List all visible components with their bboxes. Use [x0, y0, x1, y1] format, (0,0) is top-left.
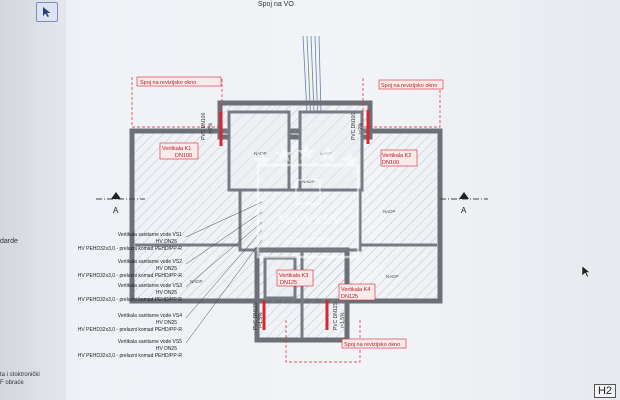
- svg-text:i=2%: i=2%: [358, 122, 364, 134]
- vertical-k1: Vertikala K1 DN100: [159, 142, 199, 160]
- pipe-bottom-left: PVC DN125 i=1,5%: [253, 300, 266, 330]
- svg-text:Spoj na revizijsko okno: Spoj na revizijsko okno: [381, 83, 437, 89]
- svg-text:HV DN25: HV DN25: [156, 239, 177, 245]
- svg-text:HV DN25: HV DN25: [156, 346, 177, 352]
- svg-text:Vertikala sanitarne vode VS1: Vertikala sanitarne vode VS1: [118, 232, 182, 238]
- section-a-left: A: [113, 206, 119, 215]
- svg-text:Vertikala sanitarne vode VS4: Vertikala sanitarne vode VS4: [118, 313, 182, 319]
- svg-text:HV PEHD32x3,0 - prelazni komad: HV PEHD32x3,0 - prelazni komad PEHD/PP-R: [78, 273, 183, 279]
- svg-text:MAXXIA: MAXXIA: [277, 212, 339, 228]
- vo-label: Spoj na VO: [258, 1, 294, 8]
- svg-text:Vertikala sanitarne vode VS3: Vertikala sanitarne vode VS3: [118, 283, 182, 289]
- svg-text:i=1,5%: i=1,5%: [258, 312, 264, 328]
- select-tool-button[interactable]: [36, 2, 58, 22]
- revision-label-top-right: Spoj na revizijsko okno: [378, 79, 444, 90]
- svg-text:PVC DN125: PVC DN125: [253, 303, 259, 330]
- vertical-k3: Vertikala K3 DN125: [276, 269, 314, 287]
- side-label-darde: darde: [0, 238, 18, 245]
- sheet-tag: H2: [593, 384, 616, 398]
- section-marker-right: A: [440, 192, 488, 215]
- left-panel: [0, 0, 66, 400]
- svg-text:Vertikala K2: Vertikala K2: [382, 153, 411, 159]
- vs-leader-lines: [185, 201, 263, 344]
- side-label-b: F obraće: [0, 380, 24, 386]
- svg-text:i=2%: i=2%: [208, 122, 214, 134]
- svg-text:HV DN25: HV DN25: [156, 320, 177, 326]
- room-label: NADP: [190, 279, 203, 284]
- svg-text:DN100: DN100: [382, 160, 399, 166]
- svg-text:HV PEHD32x3,0 - prelazni komad: HV PEHD32x3,0 - prelazni komad PEHD/PP-R: [78, 297, 183, 303]
- vs-group-1: Vertikala sanitarne vode VS1 HV DN25 HV …: [78, 232, 183, 252]
- svg-text:Vertikala K3: Vertikala K3: [279, 273, 308, 279]
- svg-text:PVC DN125: PVC DN125: [333, 303, 339, 330]
- svg-text:Vertikala sanitarne vode VS2: Vertikala sanitarne vode VS2: [118, 259, 182, 265]
- svg-text:PVC DN100: PVC DN100: [201, 113, 207, 140]
- svg-text:HV PEHD32x3,0 - prelazni komad: HV PEHD32x3,0 - prelazni komad PEHD/PP-R: [78, 353, 183, 359]
- cursor-arrow-icon: [43, 7, 51, 17]
- pipe-top-right: PVC DN100 i=2%: [351, 110, 370, 144]
- section-a-right: A: [461, 206, 467, 215]
- side-label-a: ta i stoktronički: [0, 372, 40, 378]
- section-marker-left: A: [96, 192, 145, 215]
- vs-group-4: Vertikala sanitarne vode VS4 HV DN25 HV …: [78, 313, 183, 333]
- svg-text:Vertikala K1: Vertikala K1: [162, 146, 191, 152]
- room-label: NADP: [383, 209, 396, 214]
- svg-text:DN125: DN125: [341, 294, 358, 300]
- svg-text:i=1,5%: i=1,5%: [340, 312, 346, 328]
- vertical-k2: Vertikala K2 DN100: [380, 149, 418, 167]
- svg-text:Vertikala sanitarne vode VS5: Vertikala sanitarne vode VS5: [118, 339, 182, 345]
- vs-group-3: Vertikala sanitarne vode VS3 HV DN25 HV …: [78, 283, 183, 303]
- revision-label-top-left: Spoj na revizijsko okno: [136, 76, 222, 87]
- svg-text:HV DN25: HV DN25: [156, 290, 177, 296]
- svg-text:HV PEHD32x3,0 - prelazni komad: HV PEHD32x3,0 - prelazni komad PEHD/PP-R: [78, 246, 183, 252]
- svg-text:HV DN25: HV DN25: [156, 266, 177, 272]
- svg-text:Vertikala K4: Vertikala K4: [341, 287, 370, 293]
- room-label: NADP: [302, 179, 315, 184]
- vs-group-2: Vertikala sanitarne vode VS2 HV DN25 HV …: [78, 259, 183, 279]
- svg-text:REAL ESTATE: REAL ESTATE: [285, 238, 331, 245]
- svg-text:DN125: DN125: [280, 280, 297, 286]
- svg-text:Spoj na revizijsko okno: Spoj na revizijsko okno: [344, 342, 400, 348]
- room-label: NADP: [254, 151, 267, 156]
- vs-group-5: Vertikala sanitarne vode VS5 HV DN25 HV …: [78, 339, 183, 359]
- svg-text:PVC DN100: PVC DN100: [351, 113, 357, 140]
- watermark-logo: MAXXIA REAL ESTATE: [253, 144, 360, 259]
- room-label: NADP: [386, 274, 399, 279]
- svg-text:DN100: DN100: [175, 153, 192, 159]
- svg-text:HV PEHD32x3,0 - prelazni komad: HV PEHD32x3,0 - prelazni komad PEHD/PP-R: [78, 327, 183, 333]
- vertical-k4: Vertikala K4 DN125: [338, 283, 376, 301]
- revision-label-bottom: Spoj na revizijsko okno: [341, 338, 407, 349]
- pipe-top-left: PVC DN100 i=2%: [201, 112, 223, 146]
- svg-text:Spoj na revizijsko okno: Spoj na revizijsko okno: [140, 80, 196, 86]
- pipe-bottom-right: PVC DN125 i=1,5%: [325, 300, 346, 330]
